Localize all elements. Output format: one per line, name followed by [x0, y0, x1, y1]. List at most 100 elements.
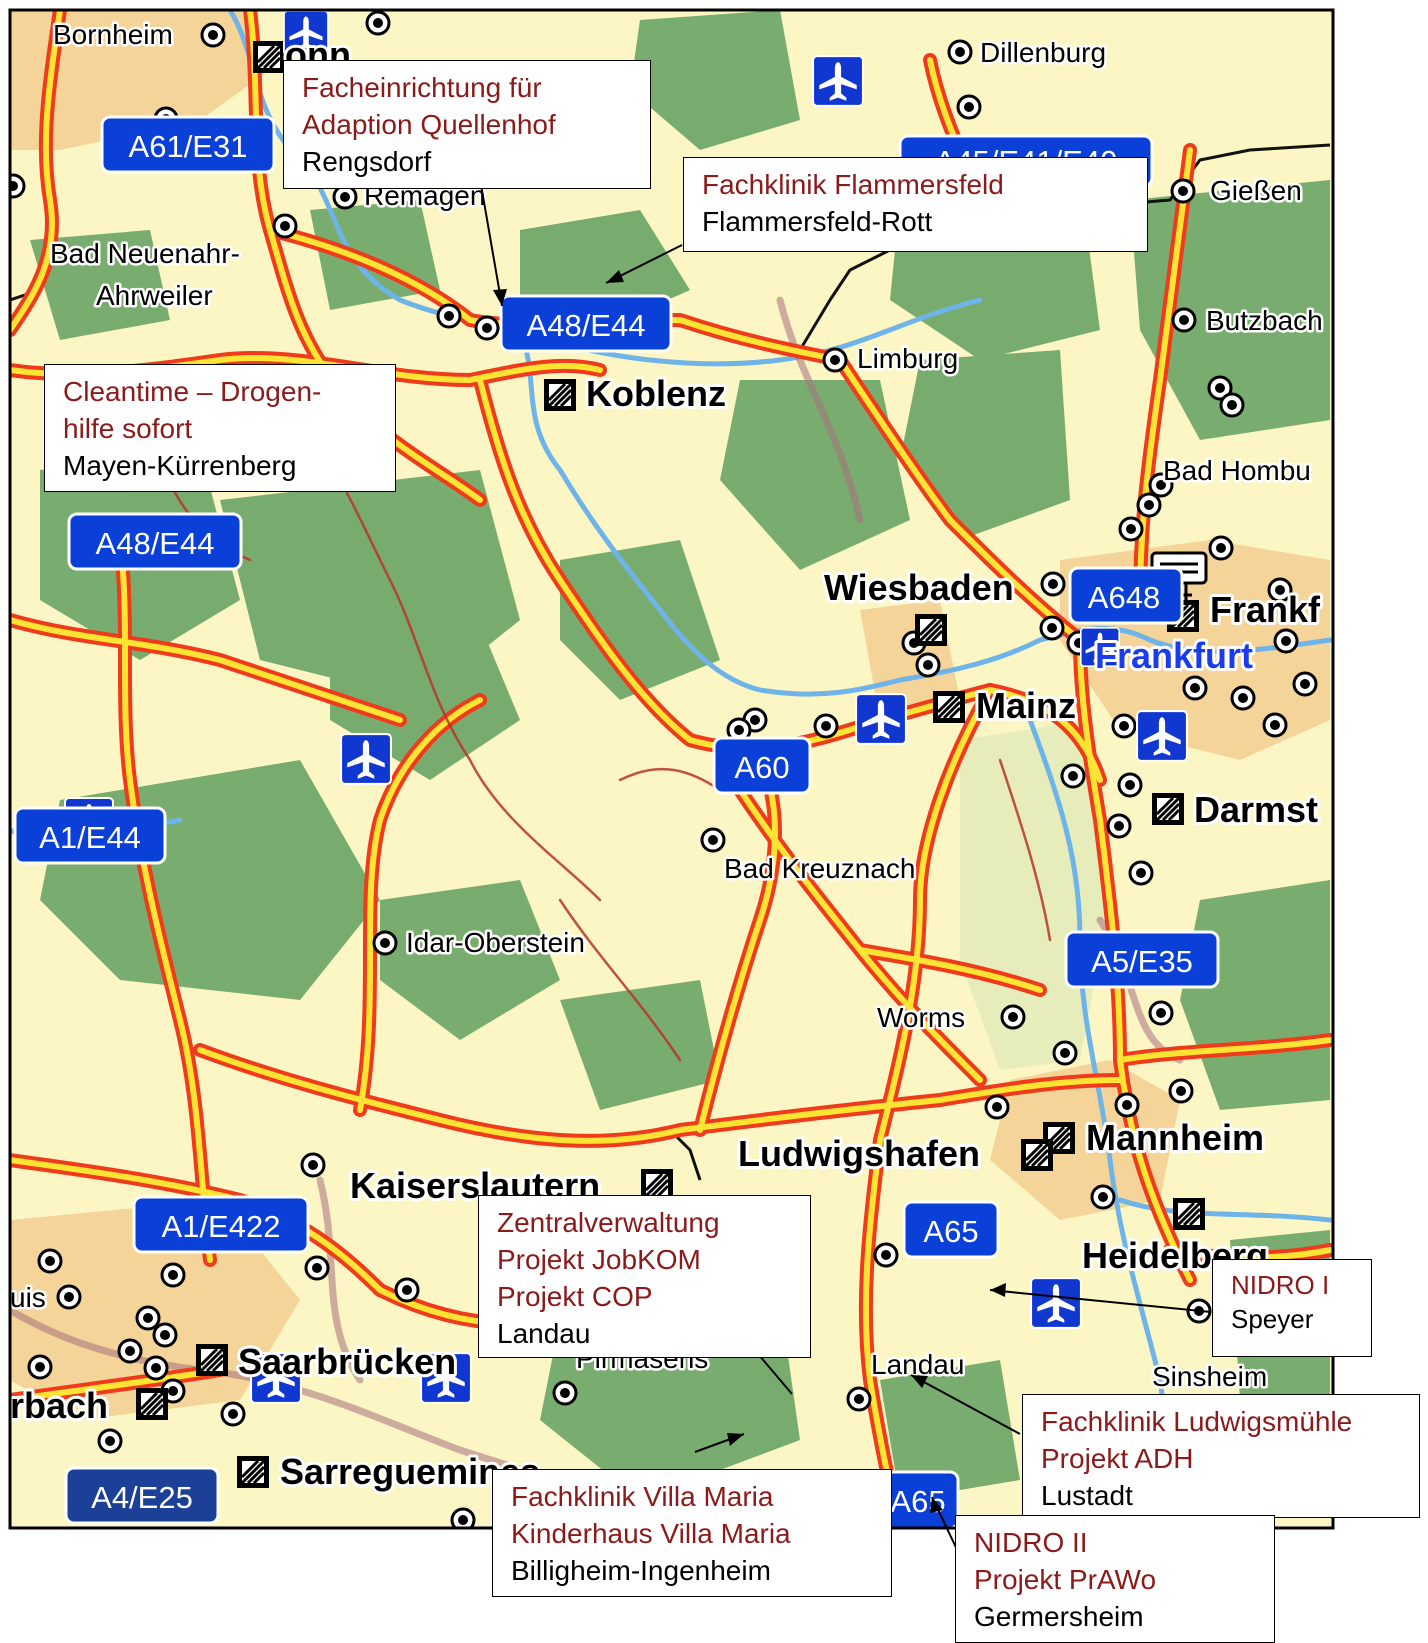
- airplane-icon[interactable]: [340, 733, 392, 785]
- town-dot-icon[interactable]: [1106, 813, 1132, 839]
- city-square-icon[interactable]: [195, 1343, 229, 1377]
- town-dot-icon[interactable]: [984, 1094, 1010, 1120]
- city-label: Ludwigshafen: [738, 1133, 980, 1174]
- airplane-icon[interactable]: [812, 55, 864, 107]
- town-dot-icon[interactable]: [1040, 571, 1066, 597]
- motorway-badge[interactable]: A5/E35: [1064, 930, 1220, 989]
- city-label: Darmst: [1194, 789, 1318, 830]
- city-square-icon[interactable]: [932, 690, 966, 724]
- town-dot-icon[interactable]: [1292, 671, 1318, 697]
- callout-location: Landau: [497, 1318, 591, 1349]
- town-dot-icon[interactable]: [1118, 516, 1144, 542]
- town-dot-icon[interactable]: [160, 1262, 186, 1288]
- motorway-badge[interactable]: A48/E44: [67, 512, 243, 571]
- town-dot-icon[interactable]: [1208, 535, 1234, 561]
- town-label: Ahrweiler: [96, 280, 213, 311]
- town-dot-icon[interactable]: [200, 22, 226, 48]
- airplane-icon[interactable]: [1030, 1277, 1082, 1329]
- town-dot-icon[interactable]: [873, 1242, 899, 1268]
- town-dot-icon[interactable]: [152, 1322, 178, 1348]
- town-dot-icon[interactable]: [97, 1428, 123, 1454]
- town-dot-icon[interactable]: [1171, 307, 1197, 333]
- town-dot-icon[interactable]: [1148, 1000, 1174, 1026]
- town-dot-icon[interactable]: [272, 213, 298, 239]
- city-square-icon[interactable]: [252, 40, 286, 74]
- town-dot-icon[interactable]: [1060, 763, 1086, 789]
- town-dot-icon[interactable]: [365, 10, 391, 36]
- town-dot-icon[interactable]: [947, 39, 973, 65]
- town-dot-icon[interactable]: [474, 315, 500, 341]
- town-dot-icon[interactable]: [1136, 492, 1162, 518]
- town-dot-icon[interactable]: [1114, 1092, 1140, 1118]
- town-dot-icon[interactable]: [1170, 178, 1196, 204]
- city-square-icon[interactable]: [1151, 792, 1185, 826]
- city-square-icon[interactable]: [236, 1455, 270, 1489]
- town-dot-icon[interactable]: [27, 1354, 53, 1380]
- town-dot-icon[interactable]: [956, 94, 982, 120]
- town-dot-icon[interactable]: [1052, 1040, 1078, 1066]
- airplane-icon[interactable]: [855, 693, 907, 745]
- town-dot-icon[interactable]: [1039, 615, 1065, 641]
- town-dot-icon[interactable]: [300, 1152, 326, 1178]
- town-label: uis: [10, 1282, 46, 1313]
- svg-text:A4/E25: A4/E25: [91, 1480, 193, 1515]
- svg-text:A648: A648: [1088, 580, 1160, 615]
- city-label: Koblenz: [586, 373, 726, 414]
- callout-location: Germersheim: [974, 1601, 1144, 1632]
- town-dot-icon[interactable]: [117, 1338, 143, 1364]
- town-dot-icon[interactable]: [56, 1284, 82, 1310]
- town-dot-icon[interactable]: [1090, 1184, 1116, 1210]
- town-dot-icon[interactable]: [2, 173, 26, 199]
- callout-title: Cleantime – Drogen-: [63, 376, 322, 407]
- city-square-icon[interactable]: [914, 613, 948, 647]
- town-dot-icon[interactable]: [1182, 675, 1208, 701]
- town-dot-icon[interactable]: [332, 184, 358, 210]
- motorway-badge[interactable]: A4/E25: [64, 1466, 220, 1525]
- city-label: Mainz: [976, 685, 1076, 726]
- callout-title: Adaption Quellenhof: [302, 109, 556, 140]
- town-dot-icon[interactable]: [846, 1386, 872, 1412]
- motorway-badge[interactable]: A60: [712, 736, 812, 795]
- town-dot-icon[interactable]: [37, 1248, 63, 1274]
- town-dot-icon[interactable]: [304, 1255, 330, 1281]
- callout-flammersfeld: Fachklinik Flammersfeld Flammersfeld-Rot…: [683, 157, 1148, 252]
- town-dot-icon[interactable]: [220, 1401, 246, 1427]
- motorway-badge[interactable]: A1/E422: [132, 1195, 310, 1254]
- callout-rengsdorf: Facheinrichtung für Adaption Quellenhof …: [283, 60, 651, 189]
- svg-text:A65: A65: [890, 1484, 945, 1519]
- city-square-icon[interactable]: [543, 378, 577, 412]
- motorway-badge[interactable]: A48/E44: [499, 294, 673, 353]
- city-square-icon[interactable]: [135, 1387, 169, 1421]
- callout-title: Projekt COP: [497, 1281, 653, 1312]
- town-dot-icon[interactable]: [1273, 628, 1299, 654]
- town-dot-icon[interactable]: [436, 303, 462, 329]
- town-dot-icon[interactable]: [813, 713, 839, 739]
- town-dot-icon[interactable]: [1230, 685, 1256, 711]
- town-dot-icon[interactable]: [822, 347, 848, 373]
- motorway-badge[interactable]: A1/E44: [13, 806, 167, 865]
- city-square-icon[interactable]: [1172, 1197, 1206, 1231]
- airplane-icon[interactable]: [1136, 710, 1188, 762]
- callout-landau: Zentralverwaltung Projekt JobKOM Projekt…: [478, 1195, 811, 1358]
- town-dot-icon[interactable]: [1168, 1078, 1194, 1104]
- town-dot-icon[interactable]: [552, 1380, 578, 1406]
- town-dot-icon[interactable]: [1219, 392, 1245, 418]
- town-dot-icon[interactable]: [1262, 712, 1288, 738]
- svg-text:A60: A60: [734, 750, 789, 785]
- city-square-icon[interactable]: [1020, 1138, 1054, 1172]
- town-dot-icon[interactable]: [143, 1355, 169, 1381]
- town-dot-icon[interactable]: [135, 1305, 161, 1331]
- motorway-badge[interactable]: A648: [1068, 566, 1184, 625]
- town-dot-icon[interactable]: [1111, 713, 1137, 739]
- town-label: Gießen: [1210, 175, 1302, 206]
- motorway-badge[interactable]: A61/E31: [100, 115, 276, 174]
- town-dot-icon[interactable]: [700, 827, 726, 853]
- town-dot-icon[interactable]: [372, 930, 398, 956]
- town-dot-icon[interactable]: [1128, 860, 1154, 886]
- town-dot-icon[interactable]: [1117, 772, 1143, 798]
- town-dot-icon[interactable]: [1000, 1004, 1026, 1030]
- town-dot-icon[interactable]: [394, 1277, 420, 1303]
- town-dot-icon[interactable]: [915, 652, 941, 678]
- motorway-badge[interactable]: A65: [902, 1200, 1000, 1259]
